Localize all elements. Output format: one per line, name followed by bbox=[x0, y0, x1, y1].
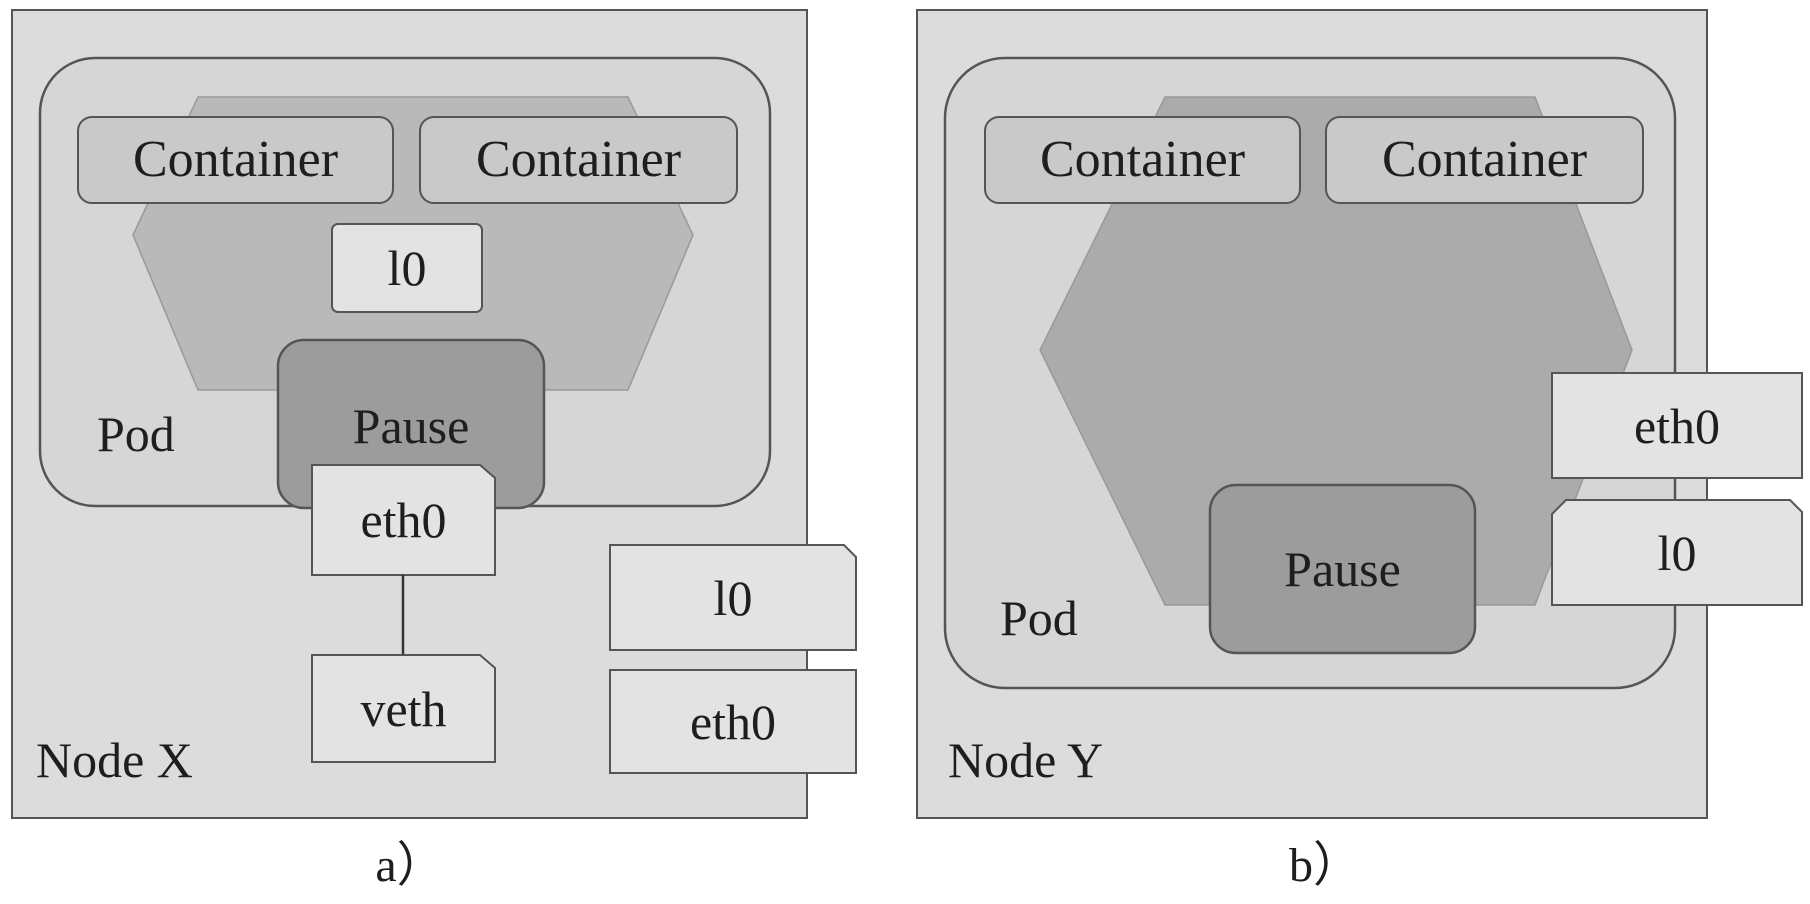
veth-box bbox=[311, 654, 496, 763]
container-b2-label: Container bbox=[1381, 131, 1588, 188]
loopback-a-label: l0 bbox=[387, 240, 427, 296]
pause-b-label: Pause bbox=[1284, 541, 1401, 597]
panel-a bbox=[11, 9, 857, 819]
host-eth0-a-label: eth0 bbox=[689, 693, 777, 750]
shared-namespace-b bbox=[1039, 96, 1633, 606]
host-eth0-a-box bbox=[609, 669, 857, 774]
veth-label: veth bbox=[360, 680, 447, 737]
eth0-a-label: eth0 bbox=[360, 492, 447, 548]
caption-b: b） bbox=[1288, 839, 1361, 892]
container-a1-label: Container bbox=[132, 131, 339, 188]
host-eth0-b-label: eth0 bbox=[1633, 397, 1721, 454]
container-a2-box bbox=[419, 116, 738, 204]
host-l0-a-label: l0 bbox=[713, 569, 753, 626]
container-b2-box bbox=[1325, 116, 1644, 204]
pause-a-label: Pause bbox=[352, 398, 470, 454]
host-eth0-b-box bbox=[1551, 372, 1803, 479]
loopback-a-box bbox=[331, 223, 483, 313]
pause-b-box bbox=[1208, 483, 1477, 655]
container-b1-label: Container bbox=[1039, 131, 1246, 188]
container-a2-label: Container bbox=[475, 131, 682, 188]
panel-b bbox=[916, 9, 1803, 819]
node-x-label: Node X bbox=[36, 732, 193, 788]
host-l0-a-box bbox=[609, 544, 857, 651]
eth0-a-box bbox=[311, 464, 496, 576]
node-y-label: Node Y bbox=[948, 732, 1104, 788]
container-a1-box bbox=[77, 116, 394, 204]
pod-b-label: Pod bbox=[1000, 590, 1078, 646]
caption-a: a） bbox=[375, 839, 445, 892]
host-l0-b-box bbox=[1551, 499, 1803, 606]
container-b1-box bbox=[984, 116, 1301, 204]
pod-a-label: Pod bbox=[97, 406, 175, 462]
host-l0-b-label: l0 bbox=[1657, 524, 1697, 581]
